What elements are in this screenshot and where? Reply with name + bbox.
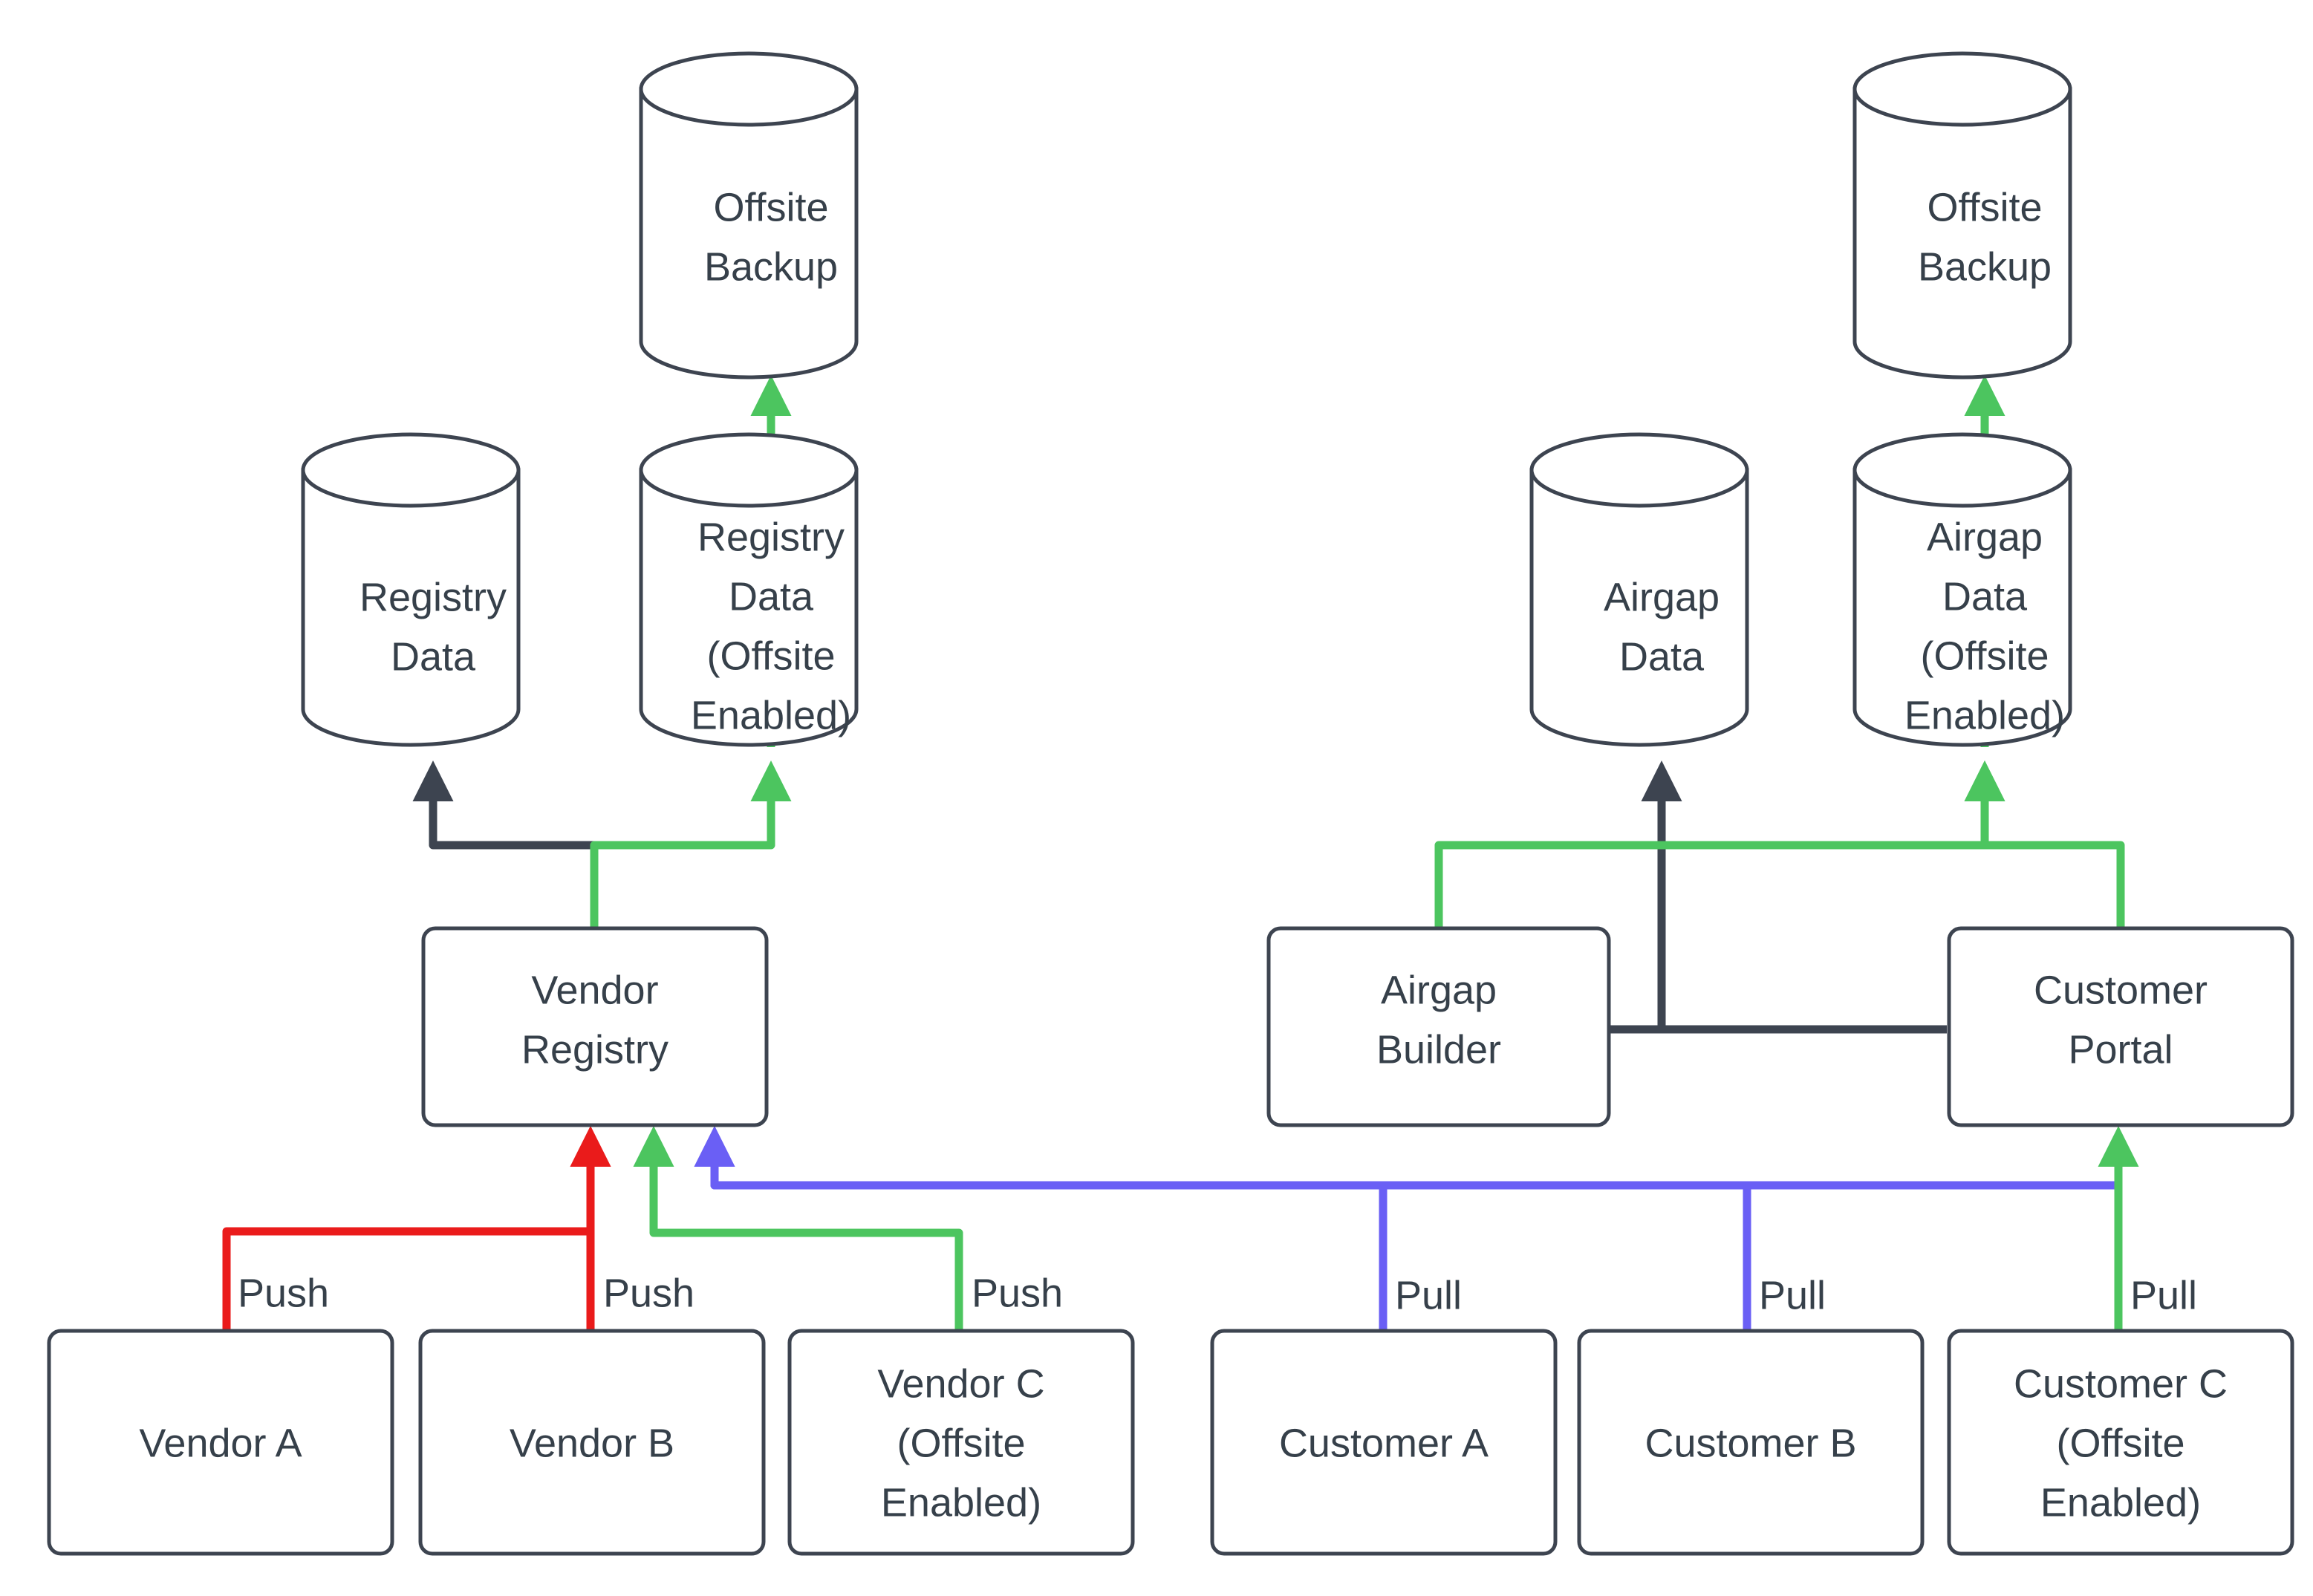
node-label-line: Portal [2068,1027,2173,1072]
edge-vendor-c-push [633,1126,963,1329]
node-label-line: (Offsite [897,1421,1025,1465]
edge-label-customer-a-pull: Pull [1395,1273,1462,1317]
node-label-line: Data [729,574,814,619]
node-label-line: Customer [2034,968,2208,1012]
node-label-line: Offsite [1927,185,2042,229]
node-label-line: Enabled) [2040,1480,2201,1525]
node-label-line: Registry [697,515,845,559]
edge-customer-portal-to-airgap-data [1641,760,1947,1034]
node-airgap-builder[interactable]: Airgap Builder [1266,926,1611,1127]
node-label-line: Backup [704,244,838,289]
edge-label-vendor-c-push: Push [972,1271,1063,1315]
node-label-line: Enabled) [881,1480,1041,1525]
edge-label-customer-c-pull: Pull [2130,1273,2197,1317]
edge-label-vendor-a-push: Push [238,1271,329,1315]
edge-customer-portal-to-airgap-data-offsite [1964,760,2125,927]
node-registry-data-offsite[interactable]: Registry Data (Offsite Enabled) [639,432,859,747]
edge-vendor-registry-to-registry-data [412,760,599,927]
node-offsite-backup-left[interactable]: Offsite Backup [639,51,859,380]
node-label-line: Vendor C [877,1361,1044,1406]
edge-label-vendor-b-push: Push [603,1271,694,1315]
node-customer-b[interactable]: Customer B [1577,1329,1925,1556]
node-label-line: Data [1619,634,1705,679]
node-label-line: Data [1942,574,2028,619]
node-label-line: Vendor B [510,1421,674,1465]
node-label-line: Builder [1376,1027,1501,1072]
node-airgap-data-offsite[interactable]: Airgap Data (Offsite Enabled) [1852,432,2072,747]
node-label-line: (Offsite [1920,633,2049,678]
node-label-line: Registry [521,1027,668,1072]
edge-airgap-builder-to-airgap-data-offsite [1434,760,2005,927]
node-customer-c[interactable]: Customer C (Offsite Enabled) [1947,1329,2294,1556]
node-label-line: Registry [360,575,507,619]
edge-vendor-registry-to-registry-data-offsite [590,760,792,927]
node-label-line: Airgap [1604,575,1720,619]
node-label-line: Vendor [531,968,658,1012]
node-label-line: Customer B [1645,1421,1856,1465]
node-label-line: (Offsite [706,633,835,678]
node-label-line: Backup [1918,244,2052,289]
node-label-line: Enabled) [1904,693,2065,737]
node-offsite-backup-right[interactable]: Offsite Backup [1852,51,2072,380]
node-label-line: Data [391,634,476,679]
node-registry-data[interactable]: Registry Data [301,432,521,747]
node-customer-a[interactable]: Customer A [1210,1329,1558,1556]
node-vendor-b[interactable]: Vendor B [418,1329,766,1556]
node-label-line: Enabled) [691,693,851,737]
node-label-line: Offsite [713,185,828,229]
node-label-line: (Offsite [2056,1421,2184,1465]
node-customer-portal[interactable]: Customer Portal [1947,926,2294,1127]
node-label-line: Vendor A [139,1421,302,1465]
node-label-line: Customer C [2014,1361,2228,1406]
node-label-line: Airgap [1927,515,2043,559]
node-vendor-c[interactable]: Vendor C (Offsite Enabled) [787,1329,1135,1556]
node-label-line: Customer A [1279,1421,1489,1465]
edge-label-customer-b-pull: Pull [1759,1273,1826,1317]
node-vendor-registry[interactable]: Vendor Registry [421,926,769,1127]
node-vendor-a[interactable]: Vendor A [47,1329,394,1556]
node-airgap-data[interactable]: Airgap Data [1529,432,1749,747]
node-label-line: Airgap [1381,968,1497,1012]
